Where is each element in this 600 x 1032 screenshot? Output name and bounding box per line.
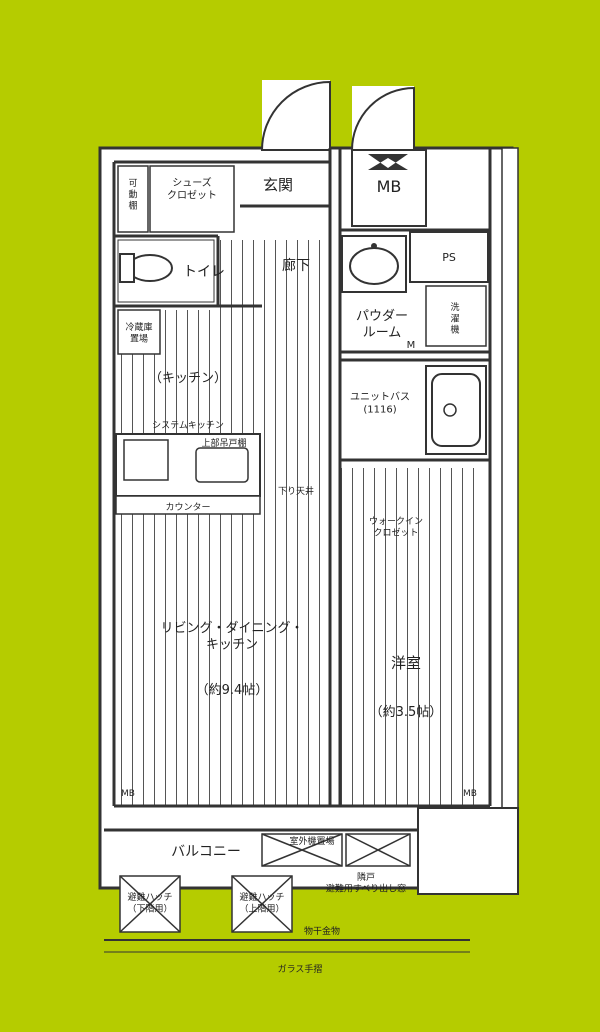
bathtub xyxy=(425,365,487,455)
label-counter: カウンター xyxy=(165,502,210,513)
ldk-floor xyxy=(114,496,330,806)
label-entrance: 玄関 xyxy=(263,176,293,194)
label-western-size: （約3.5帖） xyxy=(370,705,443,720)
mb-box xyxy=(351,149,427,227)
label-shoe-closet: シューズクロゼット xyxy=(167,176,217,202)
label-kitchen: （キッチン） xyxy=(149,371,227,386)
label-storage-left: 可動棚 xyxy=(128,178,137,212)
label-western-room: 洋室 xyxy=(391,654,421,672)
label-mb: MB xyxy=(377,177,402,196)
label-ldk: リビング・ダイニング・キッチン xyxy=(160,621,303,652)
ac-box xyxy=(261,833,343,867)
mb-valve-icon xyxy=(368,154,408,170)
label-powder-m: M xyxy=(407,340,416,351)
label-fridge: 冷蔵庫置場 xyxy=(125,321,152,344)
fridge-space xyxy=(117,309,161,355)
label-unit-bath: ユニットバス(1116) xyxy=(350,391,410,416)
toilet-fixture xyxy=(117,239,215,303)
label-mb-left: MB xyxy=(121,789,135,799)
label-powder-room: パウダールーム xyxy=(356,309,408,340)
washbasin xyxy=(341,235,407,293)
label-hatch-right: 避難ハッチ（上階用） xyxy=(239,891,284,914)
ps-box xyxy=(409,231,489,283)
label-laundry-rod: 物干金物 xyxy=(304,925,340,937)
label-hatch-left: 避難ハッチ（下階用） xyxy=(127,891,172,914)
mb-door-swing xyxy=(350,86,415,151)
label-toilet: トイレ xyxy=(183,264,225,280)
service-box xyxy=(417,807,519,895)
label-system-kitchen: システムキッチン xyxy=(152,420,224,431)
label-glass-rail: ガラス手摺 xyxy=(278,963,323,975)
western-floor xyxy=(340,568,484,806)
label-washer: 洗濯機 xyxy=(450,301,459,336)
label-corridor: 廊下 xyxy=(282,257,310,274)
label-lowered-ceiling: 下り天井 xyxy=(278,485,314,497)
label-balcony: バルコニー xyxy=(171,844,241,860)
label-partition: 隣戸避難用すべり出し窓 xyxy=(326,871,406,894)
label-ldk-size: （約9.4帖） xyxy=(196,683,269,698)
shoe-closet-box xyxy=(149,165,235,233)
system-kitchen-counter xyxy=(115,433,261,515)
entrance-door-swing xyxy=(260,80,331,151)
hatch-left-box xyxy=(119,875,181,933)
hatch-right-box xyxy=(231,875,293,933)
washer-space xyxy=(425,285,487,347)
shelf-box xyxy=(117,165,149,233)
label-ac-outdoor: 室外機置場 xyxy=(289,835,334,847)
label-mb-right: MB xyxy=(463,789,477,799)
corridor2-floor xyxy=(262,350,330,496)
label-ps: PS xyxy=(442,251,456,264)
label-walkin-closet: ウォークインクロゼット xyxy=(369,516,423,538)
label-upper-cabinet: 上部吊戸棚 xyxy=(201,437,246,449)
ac-box-2 xyxy=(345,833,411,867)
corridor-floor xyxy=(218,240,330,350)
exterior-strip xyxy=(501,147,519,809)
walkin-floor xyxy=(340,468,484,568)
